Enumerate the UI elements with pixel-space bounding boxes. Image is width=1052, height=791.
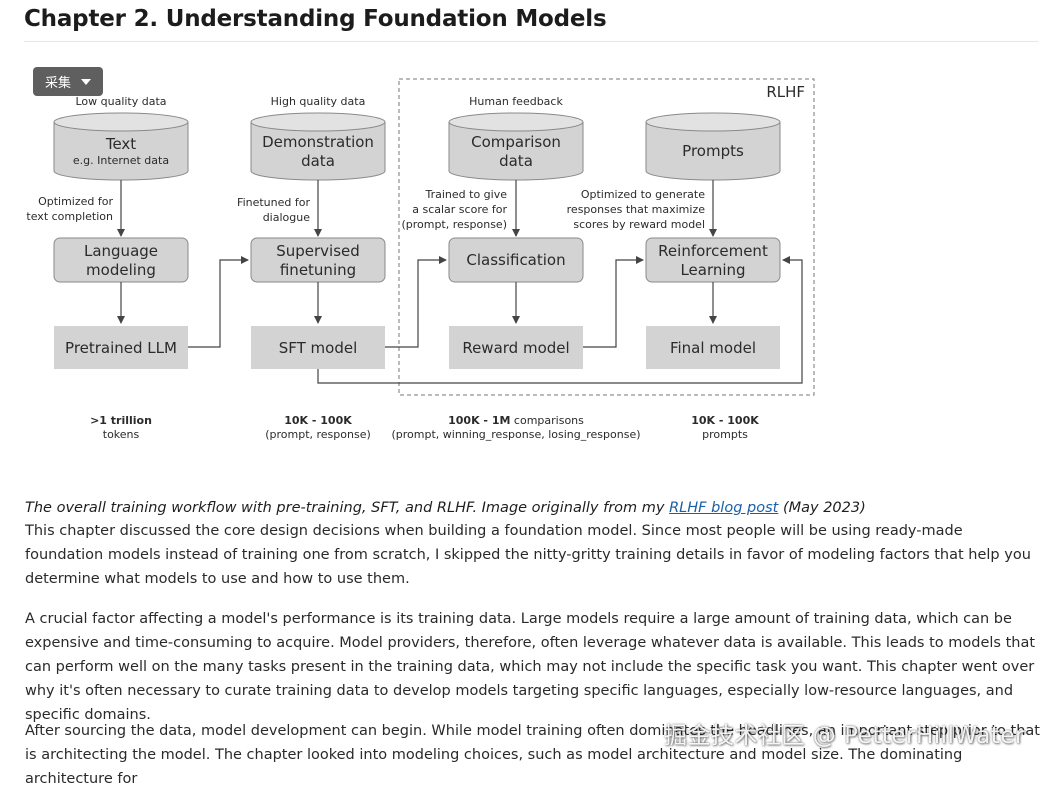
arrow-sft-to-classification [385, 256, 447, 348]
output-reward-model-label: Reward model [462, 339, 569, 357]
stat-col3-line: 100K - 1M comparisons [448, 414, 584, 427]
stat-col3-rest: comparisons [510, 414, 584, 427]
db-comparison-sub: data [499, 152, 533, 170]
figure-caption: The overall training workflow with pre-t… [25, 497, 866, 519]
output-pretrained-llm [54, 326, 188, 369]
stat-col3-sub: (prompt, winning_response, losing_respon… [391, 428, 640, 441]
col4-note-3: scores by reward model [573, 218, 705, 231]
arrow-pretrained-to-sft [188, 256, 249, 348]
db-demo-sub: data [301, 152, 335, 170]
caption-text: The overall training workflow with pre-t… [25, 500, 670, 516]
database-text-data: Text e.g. Internet data [53, 112, 189, 181]
process-sft-l2: finetuning [280, 261, 356, 279]
col1-note-2: text completion [26, 210, 113, 223]
col2-note-1: Finetuned for [237, 196, 310, 209]
col1-top-label: Low quality data [75, 95, 166, 108]
database-comparison-data: Comparison data [448, 112, 584, 181]
col3-note-3: (prompt, response) [401, 218, 507, 231]
col4-note-2: responses that maximize [567, 203, 706, 216]
process-language-modeling-l2: modeling [86, 261, 156, 279]
process-sft-l1: Supervised [276, 242, 360, 260]
stat-col2-sub: (prompt, response) [265, 428, 371, 441]
training-workflow-diagram: RLHF Low quality data Text e.g. Internet… [26, 78, 815, 441]
output-final-model [646, 326, 780, 369]
rlhf-label: RLHF [766, 83, 805, 101]
col3-top-label: Human feedback [469, 95, 563, 108]
paragraph-2: A crucial factor affecting a model's per… [25, 611, 1036, 723]
output-sft-model [251, 326, 385, 369]
col3-note-2: a scalar score for [412, 203, 507, 216]
process-language-modeling-l1: Language [84, 242, 158, 260]
col3-note-1: Trained to give [425, 188, 508, 201]
db-prompts-title: Prompts [682, 142, 744, 160]
paragraph-1: This chapter discussed the core design d… [25, 523, 1031, 587]
col2-note-2: dialogue [263, 211, 311, 224]
stat-col2-bold: 10K - 100K [284, 414, 352, 427]
page-title: Chapter 2. Understanding Foundation Mode… [24, 6, 607, 32]
rlhf-blog-link[interactable]: RLHF blog post [669, 500, 779, 516]
stat-col4-sub: prompts [702, 428, 748, 441]
arrow-reward-to-rl [583, 256, 644, 348]
db-comparison-title: Comparison [471, 133, 561, 151]
collect-button-label: 采集 [44, 76, 71, 91]
database-demonstration-data: Demonstration data [250, 112, 386, 181]
process-rl-l1: Reinforcement [658, 242, 768, 260]
db-demo-title: Demonstration [262, 133, 374, 151]
db-text-title: Text [105, 135, 136, 153]
output-pretrained-llm-label: Pretrained LLM [65, 339, 177, 357]
col1-note-1: Optimized for [38, 195, 113, 208]
arrow-sft-to-rl-loop [317, 256, 803, 384]
collect-button[interactable]: 采集 [33, 67, 103, 96]
process-classification-label: Classification [466, 251, 565, 269]
watermark: 掘金技术社区 @ PetterHillWater [664, 723, 1025, 749]
db-text-sub: e.g. Internet data [73, 154, 169, 167]
col2-top-label: High quality data [271, 95, 366, 108]
stat-col3-bold: 100K - 1M [448, 414, 510, 427]
process-rl-l2: Learning [680, 261, 745, 279]
caption-date: (May 2023) [778, 500, 866, 516]
stat-col4-bold: 10K - 100K [691, 414, 759, 427]
output-reward-model [449, 326, 583, 369]
output-final-model-label: Final model [670, 339, 756, 357]
stat-col1-bold: >1 trillion [90, 414, 152, 427]
stat-col1-sub: tokens [103, 428, 140, 441]
chevron-down-icon [81, 78, 91, 85]
heading-divider [24, 41, 1038, 42]
rlhf-region [398, 78, 815, 396]
col4-note-1: Optimized to generate [581, 188, 705, 201]
database-prompts: Prompts [645, 112, 781, 181]
output-sft-model-label: SFT model [279, 339, 358, 357]
